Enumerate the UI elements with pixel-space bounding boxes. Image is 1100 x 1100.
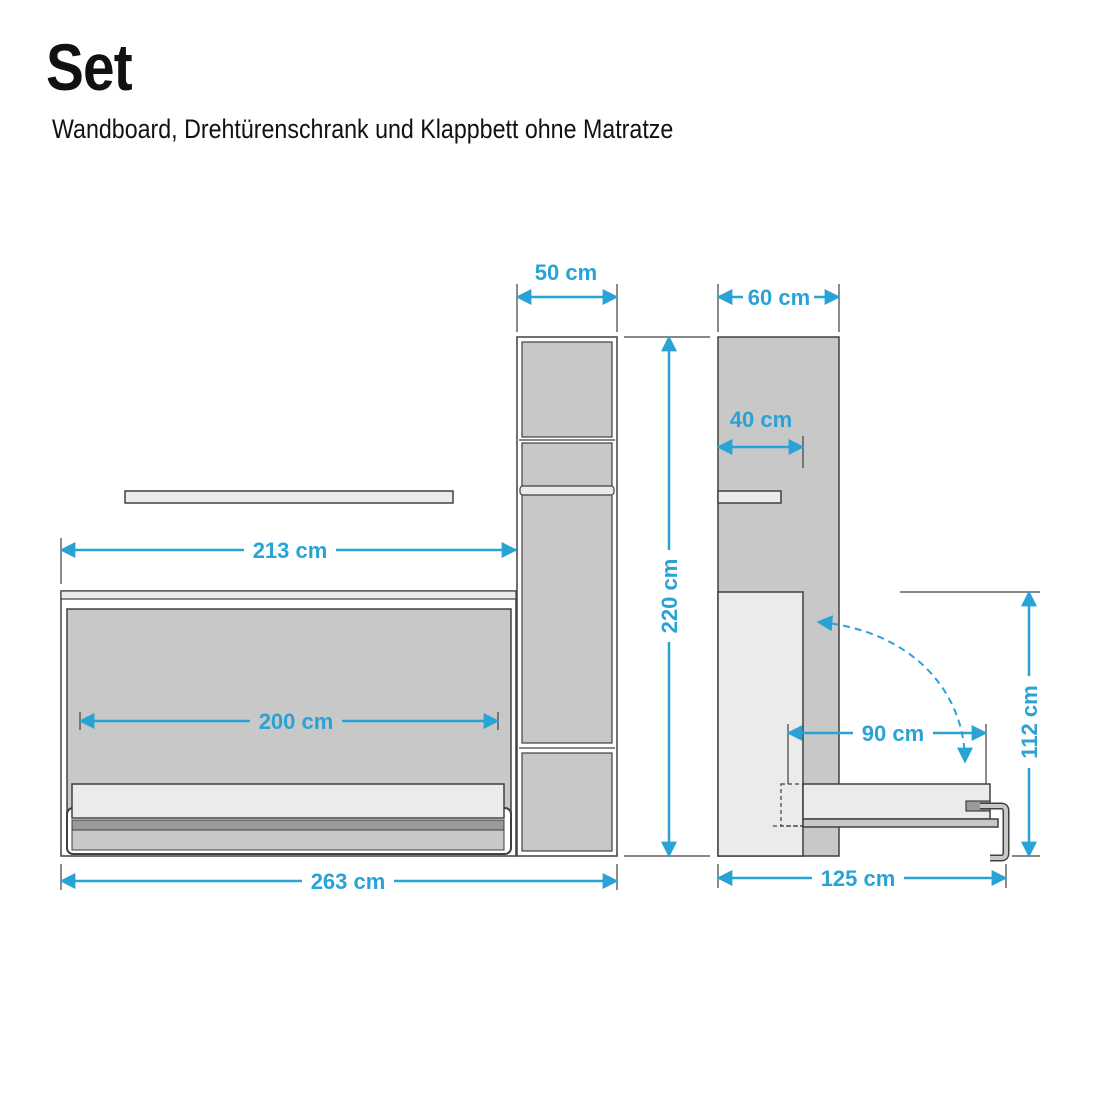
wall-board: [124, 490, 454, 504]
wardrobe-front: [516, 336, 618, 857]
dim-label-bed-extension: 90 cm: [862, 721, 924, 746]
dim-label-height: 220 cm: [657, 559, 682, 634]
dim-label-bed-width: 200 cm: [259, 709, 334, 734]
dim-label-shelf-depth: 40 cm: [730, 407, 792, 432]
dim-label-total-depth: 125 cm: [821, 866, 896, 891]
folding-bed-front: [60, 590, 517, 857]
page-title: Set: [46, 30, 133, 104]
dim-label-side-depth: 60 cm: [748, 285, 810, 310]
dim-label-open-height: 112 cm: [1017, 685, 1042, 758]
side-view: [717, 336, 1010, 862]
dim-label-total-width: 263 cm: [311, 869, 386, 894]
page-subtitle: Wandboard, Drehtürenschrank und Klappbet…: [52, 114, 674, 144]
dim-label-board-width: 213 cm: [253, 538, 328, 563]
folding-arc: [816, 615, 973, 764]
dim-label-wardrobe-width: 50 cm: [535, 260, 597, 285]
